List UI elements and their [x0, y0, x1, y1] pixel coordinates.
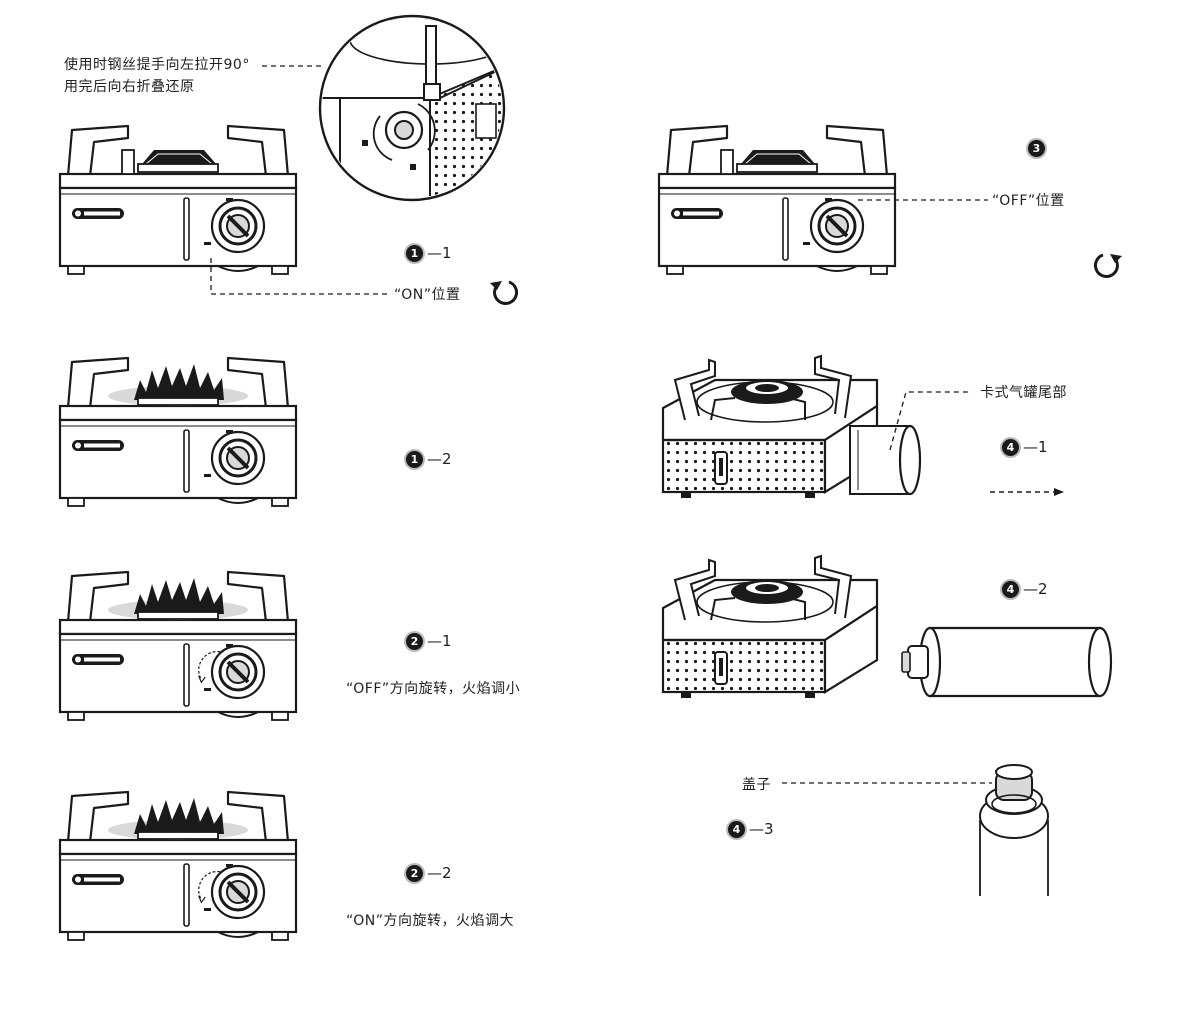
step-3: 3: [1028, 140, 1049, 157]
step-number-badge: 4: [728, 820, 745, 838]
step-sub-label: —2: [1023, 580, 1048, 598]
on-turn-label: “ON”方向旋转，火焰调大: [346, 913, 514, 929]
on-position-leader: [210, 258, 390, 295]
handle-note-line2: 用完后向右折叠还原: [64, 79, 195, 95]
step-1-2: 1 —2: [406, 450, 452, 468]
step-sub-label: —1: [427, 244, 452, 262]
stove-step-4-2: [661, 554, 1113, 700]
handle-note-line1: 使用时钢丝提手向左拉开90°: [64, 57, 250, 73]
gas-cartridge: [901, 626, 1113, 698]
stove-step-1-1: [58, 124, 298, 276]
stove-step-1-2: [58, 356, 298, 508]
step-2-1: 2 —1: [406, 632, 452, 650]
cartridge-tail-label: 卡式气罐尾部: [980, 385, 1067, 401]
step-number-badge: 4: [1002, 438, 1019, 456]
stove-step-4-1: [661, 354, 922, 500]
step-number-badge: 1: [406, 450, 423, 468]
handle-zoom-callout: [318, 14, 506, 202]
cap-label: 盖子: [742, 777, 771, 793]
stove-step-2-2: [58, 790, 298, 942]
clockwise-arrow-icon: [1093, 253, 1122, 278]
step-2-2: 2 —2: [406, 864, 452, 882]
step-number-badge: 4: [1002, 580, 1019, 598]
step-number-badge: 2: [406, 632, 423, 650]
step-number-badge: 3: [1028, 140, 1045, 157]
step-sub-label: —1: [427, 632, 452, 650]
step-sub-label: —1: [1023, 438, 1048, 456]
off-position-label: “OFF”位置: [992, 193, 1065, 209]
dashed-right-arrow-icon: [990, 488, 1064, 496]
counterclockwise-arrow-icon: [490, 280, 519, 305]
step-number-badge: 2: [406, 864, 423, 882]
cartridge-tail-leader: [889, 391, 972, 451]
stove-step-2-1: [58, 570, 298, 722]
cartridge-with-cap: [979, 764, 1049, 896]
handle-note: 使用时钢丝提手向左拉开90° 用完后向右折叠还原: [64, 54, 250, 98]
step-4-2: 4 —2: [1002, 580, 1048, 598]
step-1-1: 1 —1: [406, 244, 452, 262]
step-sub-label: —2: [427, 450, 452, 468]
on-position-label: “ON”位置: [394, 287, 461, 303]
step-sub-label: —3: [749, 820, 774, 838]
step-4-1: 4 —1: [1002, 438, 1048, 456]
off-turn-label: “OFF”方向旋转，火焰调小: [346, 681, 521, 697]
step-4-3: 4 —3: [728, 820, 774, 838]
step-number-badge: 1: [406, 244, 423, 262]
step-sub-label: —2: [427, 864, 452, 882]
